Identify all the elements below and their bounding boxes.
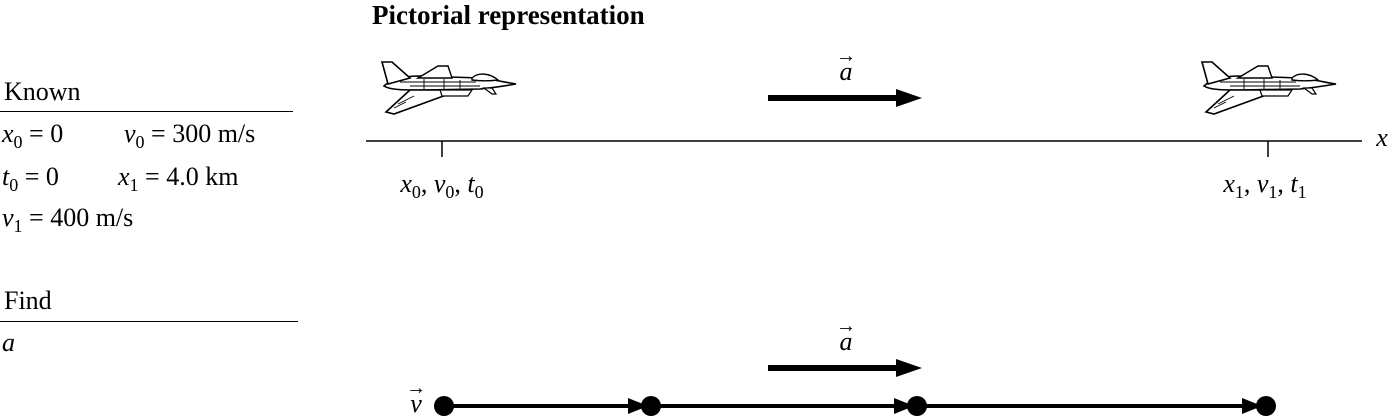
motion-dot-1 [434, 396, 454, 416]
known-row-1: x0 = 0 [2, 120, 63, 156]
jet-end-icon [1201, 61, 1337, 115]
find-rule [0, 321, 298, 322]
known-row-2b: x1 = 4.0 km [118, 163, 238, 199]
acceleration-vector-top [768, 89, 922, 107]
acceleration-vector-bottom [768, 359, 922, 377]
known-v0: v0 = 300 m/s [124, 119, 256, 153]
known-x1: x1 = 4.0 km [118, 162, 239, 196]
velocity-vector-3 [917, 398, 1262, 414]
known-rule [0, 111, 293, 112]
known-t0: t0 = 0 [2, 162, 59, 196]
accel-vector-mark-bottom: → [836, 315, 856, 337]
velocity-symbol: v [410, 389, 422, 417]
accel-vector-mark-top: → [836, 45, 856, 67]
accel-symbol-top: a [840, 57, 853, 86]
x-axis-label: x [1375, 123, 1388, 152]
known-v1: v1 = 400 m/s [2, 203, 134, 237]
find-value: a [2, 328, 15, 357]
accel-symbol-bottom: a [840, 327, 853, 356]
known-heading: Known [4, 77, 81, 106]
known-row-2: t0 = 0 [2, 163, 59, 199]
velocity-vector-1 [444, 398, 648, 414]
known-x0: x0 = 0 [2, 119, 64, 153]
diagram-title: Pictorial representation [372, 0, 645, 30]
find-heading: Find [4, 286, 52, 315]
velocity-vector-mark: → [406, 377, 426, 399]
velocity-vector-2 [651, 398, 914, 414]
point-label-end: x1, v1, t1 [1222, 169, 1306, 202]
known-row-1b: v0 = 300 m/s [124, 120, 255, 156]
motion-dot-3 [907, 396, 927, 416]
motion-dot-4 [1256, 396, 1276, 416]
known-row-3: v1 = 400 m/s [2, 204, 133, 240]
point-label-start: x0, v0, t0 [399, 169, 483, 202]
motion-dot-2 [641, 396, 661, 416]
jet-start-icon [381, 61, 517, 115]
